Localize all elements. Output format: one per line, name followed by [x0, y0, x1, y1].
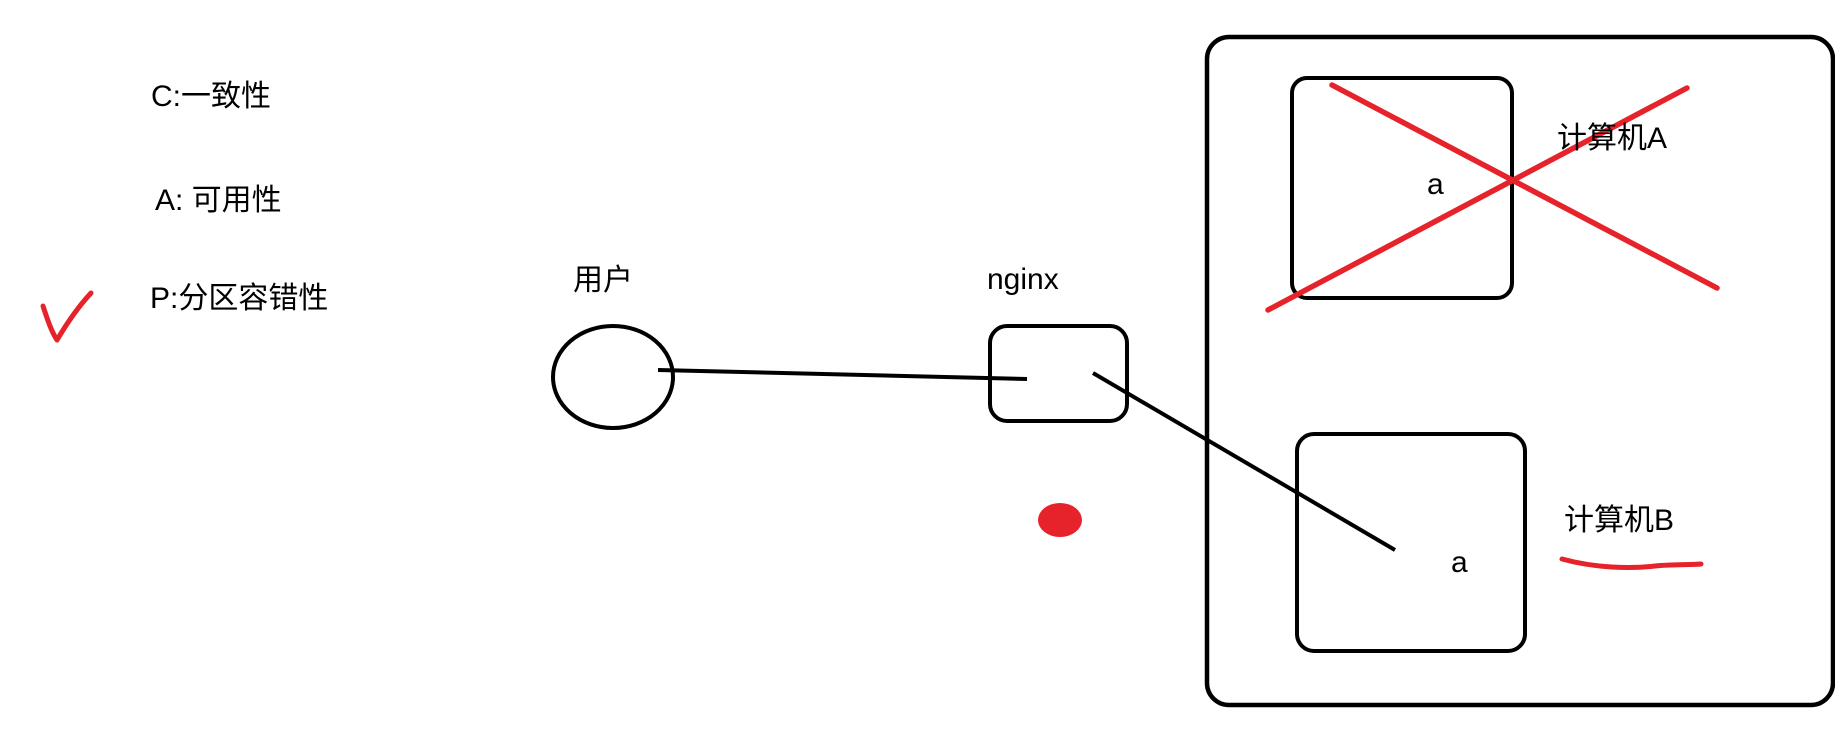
- legend-partition-tolerance: P:分区容错性: [150, 282, 329, 315]
- user-circle: [551, 324, 675, 430]
- data-item-a-in-computer-b: a: [1451, 546, 1468, 579]
- nginx-to-computer-b-line: [1091, 371, 1397, 552]
- computer-a-box: [1290, 76, 1514, 300]
- red-checkmark: [40, 290, 94, 343]
- red-underline: [1559, 556, 1704, 571]
- nginx-box: [988, 324, 1129, 423]
- nginx-node-label: nginx: [987, 263, 1059, 296]
- data-item-a-in-computer-a: a: [1427, 168, 1444, 201]
- legend-availability: A: 可用性: [155, 184, 282, 217]
- cluster-box: [1204, 34, 1835, 708]
- red-cross-stroke-backslash: [1329, 82, 1720, 291]
- user-node-label: 用户: [573, 264, 633, 297]
- red-cross-stroke-slash: [1265, 85, 1690, 313]
- computer-b-box: [1295, 432, 1527, 653]
- computer-a-label: 计算机A: [1557, 122, 1668, 155]
- computer-b-label: 计算机B: [1564, 504, 1675, 537]
- legend-consistency: C:一致性: [151, 80, 271, 113]
- red-dot: [1038, 503, 1082, 537]
- user-to-nginx-line: [657, 368, 1028, 381]
